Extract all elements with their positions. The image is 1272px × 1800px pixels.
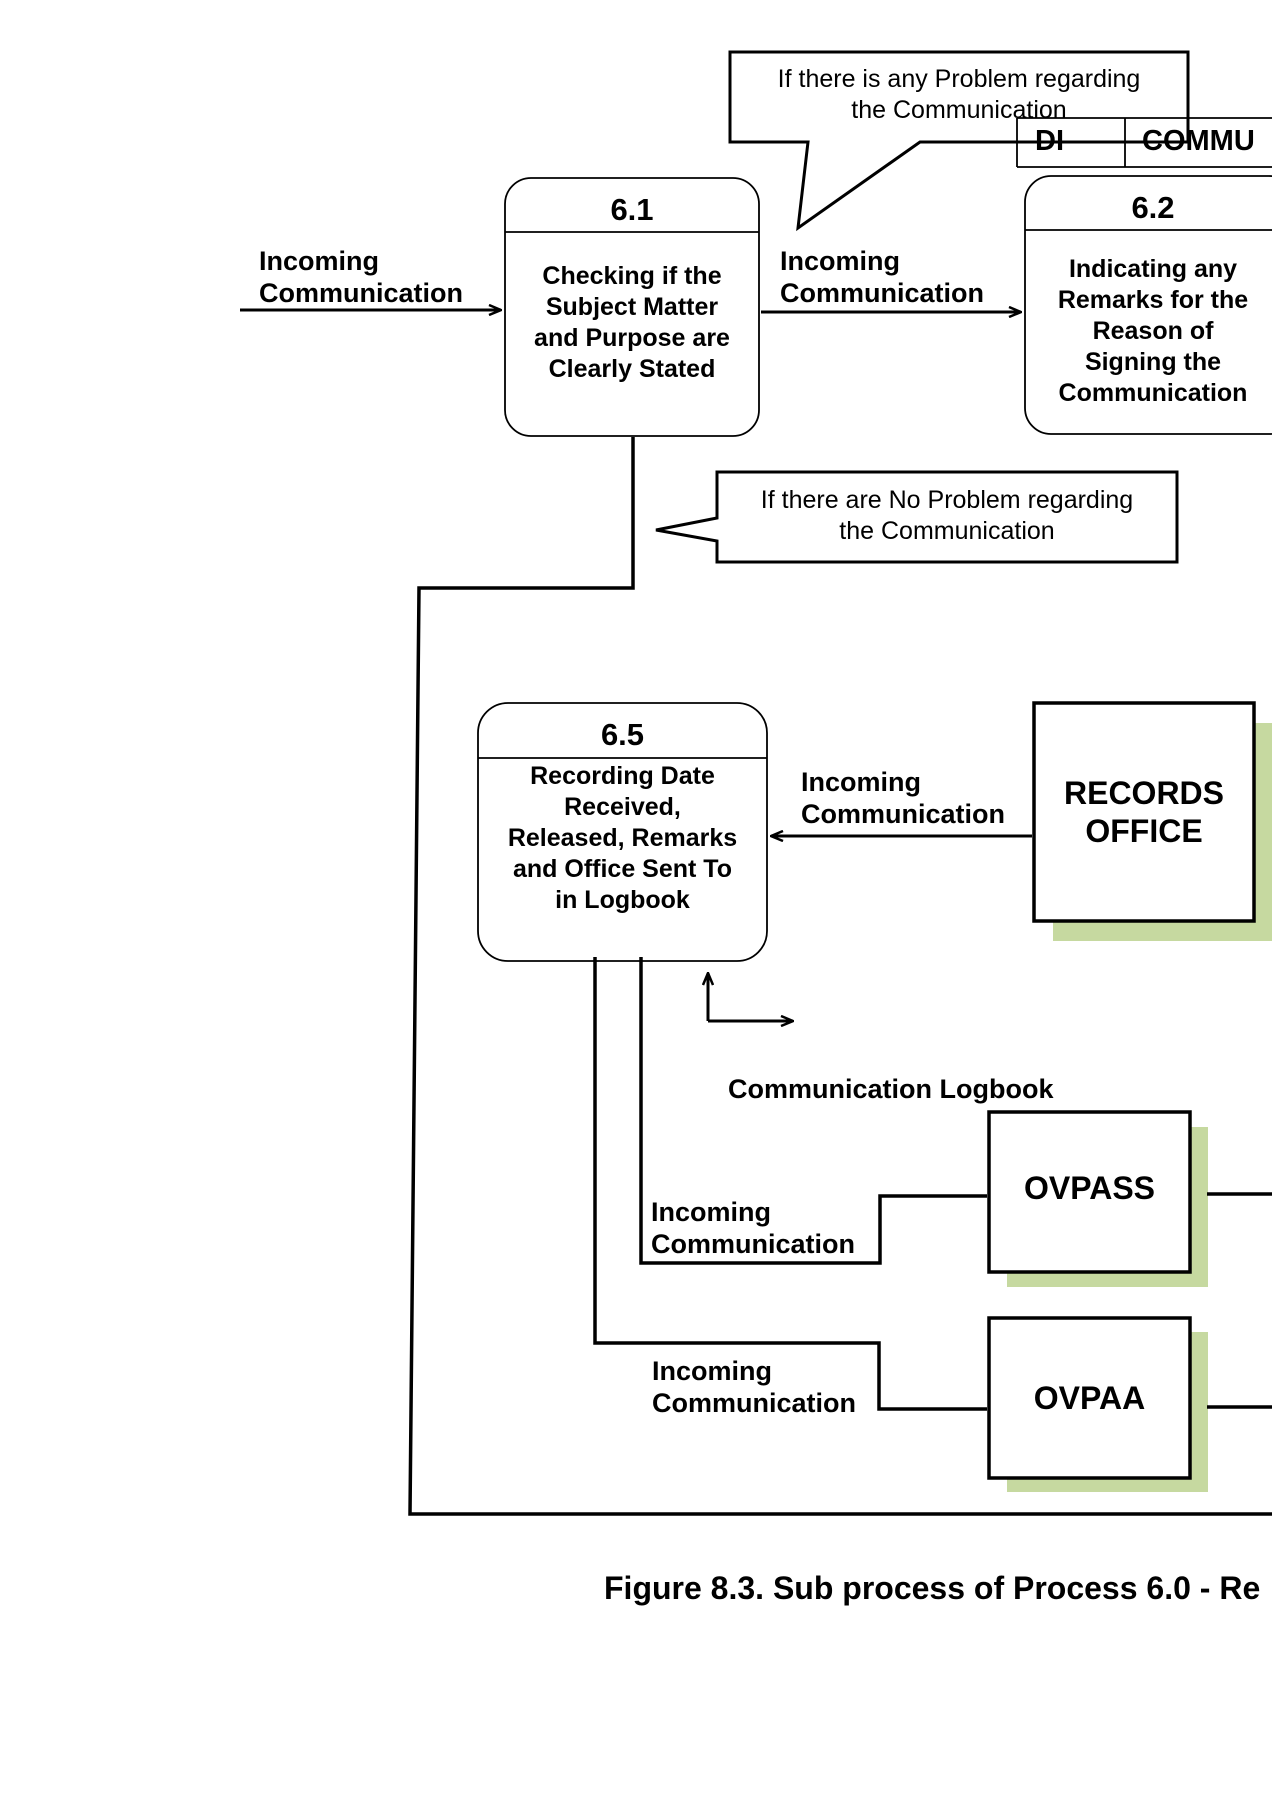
data-store-name: COMMU <box>1142 125 1255 157</box>
entity-records-line-2: OFFICE <box>1085 813 1203 849</box>
process-6-5-id: 6.5 <box>600 717 645 752</box>
flow-label-to-ovpass: Incoming Communication <box>651 1196 855 1260</box>
figure-caption: Figure 8.3. Sub process of Process 6.0 -… <box>604 1570 1261 1606</box>
callout-problem-shape <box>728 50 1190 232</box>
process-6-2 <box>1024 175 1272 435</box>
entity-ovpaa-text: OVPAA <box>1033 1380 1146 1416</box>
callout-problem-line-1: If there is any Problem regarding <box>777 65 1141 93</box>
flow-label-6-1-to-6-2: Incoming Communication <box>780 245 984 309</box>
flow-6-5-to-ovpaa-line <box>593 957 987 1411</box>
process-6-2-line-5: Communication <box>1058 379 1248 407</box>
process-6-5-line-3: Released, Remarks <box>507 824 738 852</box>
process-6-1-id: 6.1 <box>610 192 654 227</box>
entity-ovpaa <box>987 1316 1208 1492</box>
process-6-5-line-1: Recording Date <box>530 762 715 790</box>
process-6-5-line-5: in Logbook <box>555 886 690 914</box>
process-6-5-line-4: and Office Sent To <box>513 855 732 883</box>
flow-label-records-line-2: Communication <box>801 799 1006 829</box>
flow-6-5-to-ovpass-line <box>639 957 987 1265</box>
flow-label-6-1-to-6-2-line-1: Incoming <box>780 246 900 276</box>
process-6-5 <box>477 702 768 962</box>
entity-records-line-1: RECORDS <box>1063 775 1224 811</box>
process-6-2-line-1: Indicating any <box>1068 255 1238 283</box>
flow-label-records-line-1: Incoming <box>801 767 921 797</box>
process-6-2-line-3: Reason of <box>1092 317 1214 345</box>
entity-ovpass <box>987 1110 1208 1287</box>
flow-label-to-ovpaa: Incoming Communication <box>652 1355 856 1419</box>
process-6-2-line-2: Remarks for the <box>1057 286 1249 314</box>
flow-label-records-to-6-5: Incoming Communication <box>801 766 1005 830</box>
process-6-1-line-1: Checking if the <box>542 262 722 290</box>
process-6-1-line-2: Subject Matter <box>545 293 719 321</box>
flow-label-in-to-6-1-line-2: Communication <box>259 278 464 308</box>
callout-no-problem-text: If there are No Problem regarding the Co… <box>722 485 1172 547</box>
flow-label-logbook: Communication Logbook <box>728 1074 1054 1104</box>
callout-no-problem-line-2: the Communication <box>839 517 1055 545</box>
callout-problem-line-2: the Communication <box>851 96 1067 124</box>
data-store-communication <box>1016 117 1272 168</box>
process-6-1-line-3: and Purpose are <box>534 324 730 352</box>
flow-label-in-to-6-1-line-1: Incoming <box>259 246 379 276</box>
process-6-1-description: Checking if the Subject Matter and Purpo… <box>505 261 759 385</box>
entity-ovpaa-label: OVPAA <box>989 1318 1190 1478</box>
process-6-1 <box>504 177 760 437</box>
flow-label-ovpass-line-1: Incoming <box>651 1197 771 1227</box>
process-6-2-id: 6.2 <box>1131 190 1175 225</box>
callout-no-problem-shape <box>655 470 1179 564</box>
process-6-5-description: Recording Date Received, Released, Remar… <box>478 761 767 916</box>
process-6-2-line-4: Signing the <box>1084 348 1222 376</box>
entity-records-office <box>1032 701 1272 941</box>
flow-label-ovpaa-line-1: Incoming <box>652 1356 772 1386</box>
entity-ovpass-label: OVPASS <box>989 1112 1190 1264</box>
process-6-5-line-2: Received, <box>564 793 681 821</box>
callout-problem-text: If there is any Problem regarding the Co… <box>735 64 1183 126</box>
entity-records-office-label: RECORDS OFFICE <box>1034 703 1254 921</box>
entity-ovpass-text: OVPASS <box>1024 1170 1155 1206</box>
flow-6-1-no-problem-line <box>408 437 1272 1516</box>
flow-label-ovpass-line-2: Communication <box>651 1229 856 1259</box>
process-6-1-line-4: Clearly Stated <box>548 355 716 383</box>
callout-no-problem-line-1: If there are No Problem regarding <box>760 486 1134 514</box>
data-store-id: DI <box>1035 125 1064 157</box>
flow-label-ovpaa-line-2: Communication <box>652 1388 857 1418</box>
process-6-2-description: Indicating any Remarks for the Reason of… <box>1025 254 1272 409</box>
flow-label-6-1-to-6-2-line-2: Communication <box>780 278 985 308</box>
flow-label-in-to-6-1: Incoming Communication <box>259 245 463 309</box>
